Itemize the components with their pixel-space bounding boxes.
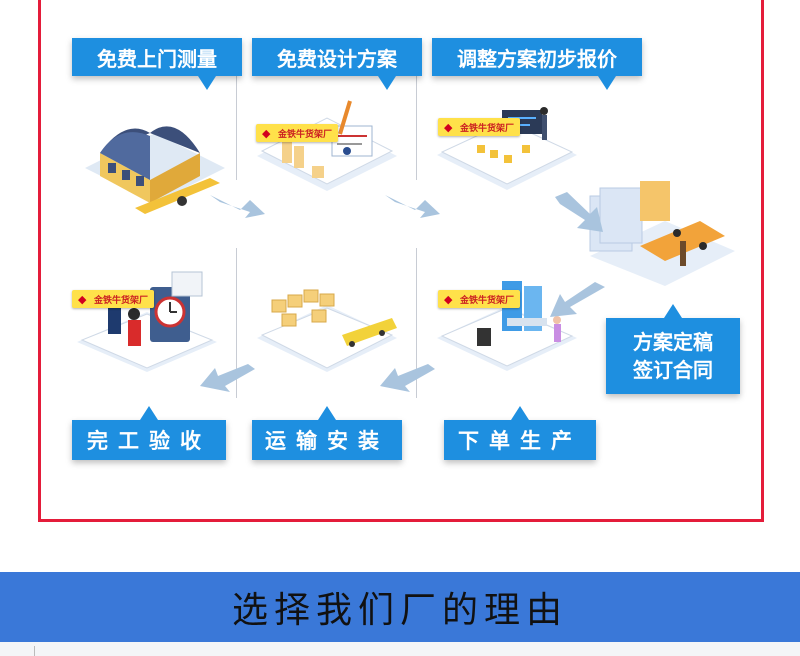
transport-icon (257, 289, 397, 372)
inspection-icon (77, 271, 217, 372)
process-frame (38, 0, 764, 522)
divider (236, 40, 237, 180)
brand-tag: 金铁牛货架厂 (72, 290, 155, 308)
arrow-icon (550, 282, 605, 317)
production-icon (437, 281, 577, 371)
arrow-icon (385, 195, 440, 218)
brand-tag: 金铁牛货架厂 (256, 124, 339, 142)
warehouse-icon (85, 126, 225, 214)
contract-line1: 方案定稿 (633, 330, 713, 354)
step-label-contract: 方案定稿 签订合同 (606, 304, 740, 394)
divider (416, 248, 417, 398)
step-label-measure: 免费上门测量 (72, 38, 242, 90)
section-banner: 选择我们厂的理由 (0, 572, 800, 642)
arrow-icon (380, 364, 435, 392)
design-icon (257, 100, 397, 191)
contract-icon (589, 181, 735, 286)
brand-tag: 金铁牛货架厂 (438, 118, 521, 136)
analysis-icon (437, 107, 577, 190)
step-label-acceptance: 完工验收 (72, 406, 226, 460)
divider (236, 248, 237, 398)
arrow-icon (210, 195, 265, 218)
step-label-install: 运输安装 (252, 406, 402, 460)
bottom-strip (0, 642, 800, 656)
step-label-design: 免费设计方案 (252, 38, 422, 90)
arrow-icon (555, 192, 603, 232)
brand-tag: 金铁牛货架厂 (438, 290, 521, 308)
step-label-quote: 调整方案初步报价 (432, 38, 642, 90)
contract-line2: 签订合同 (633, 358, 713, 382)
divider (416, 40, 417, 180)
arrow-icon (200, 364, 255, 392)
banner-title: 选择我们厂的理由 (231, 590, 568, 631)
step-label-production: 下单生产 (444, 406, 596, 460)
divider (34, 646, 35, 656)
